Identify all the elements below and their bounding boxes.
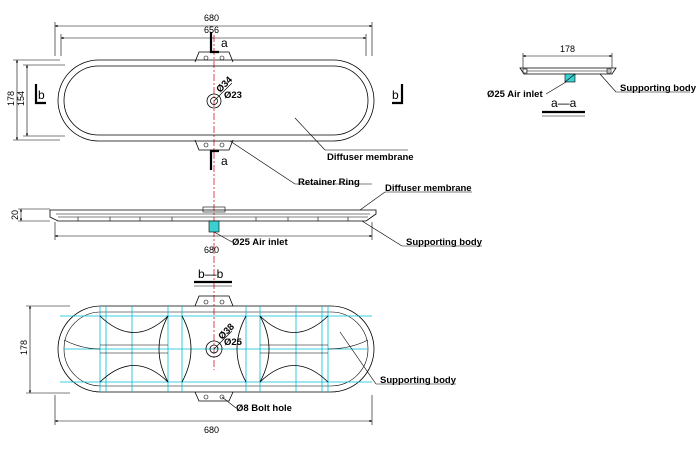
section-b-left-label: b <box>38 88 45 102</box>
membrane-outline <box>63 65 369 136</box>
dim-680-side: 680 <box>204 245 219 255</box>
dim-656: 656 <box>204 25 219 35</box>
svg-text:b—b: b—b <box>198 267 224 281</box>
side-view: 20 680 Diffuser membrane Supporting body <box>10 183 483 255</box>
dim-680-bottom: 680 <box>204 425 219 435</box>
section-a-top-label: a <box>221 36 228 50</box>
dim-178-top: 178 <box>6 91 16 106</box>
section-bb-title: b—b <box>194 267 232 287</box>
callout-diffuser-membrane-top: Diffuser membrane <box>327 152 414 163</box>
side-ribs <box>77 217 349 221</box>
top-view: 680 656 178 154 Ø34 Ø23 a a <box>6 13 414 188</box>
dim-178-bottom: 178 <box>19 340 29 355</box>
dia-25-label: Ø25 <box>224 337 243 348</box>
dia-23-label: Ø23 <box>224 90 242 101</box>
section-a-bottom-label: a <box>221 154 228 168</box>
callout-bolt-hole: Ø8 Bolt hole <box>236 403 292 414</box>
bottom-outer-outline <box>57 305 375 393</box>
bottom-view: 178 <box>19 295 457 435</box>
retainer-ring-outline <box>57 59 375 142</box>
section-aa-title: a—a <box>551 96 577 110</box>
section-aa-view: 178 Ø25 Air inlet Supporting body a—a <box>487 44 697 117</box>
support-ribs <box>60 306 372 392</box>
side-air-inlet <box>208 220 220 233</box>
callout-diffuser-membrane-side: Diffuser membrane <box>385 183 472 194</box>
dim-680-top: 680 <box>204 13 219 23</box>
aa-air-inlet-label: Ø25 Air inlet <box>487 89 543 100</box>
dim-20: 20 <box>10 210 20 220</box>
callout-retainer-ring: Retainer Ring <box>298 177 360 188</box>
callout-supporting-body-side: Supporting body <box>406 237 483 248</box>
section-b-right-label: b <box>392 88 399 102</box>
callout-air-inlet-side: Ø25 Air inlet <box>232 237 288 248</box>
aa-supporting-body-label: Supporting body <box>620 83 697 94</box>
callout-supporting-body-bottom: Supporting body <box>380 375 457 386</box>
support-arches <box>63 315 369 383</box>
dim-178-aa: 178 <box>560 44 575 54</box>
dim-154: 154 <box>16 91 26 106</box>
